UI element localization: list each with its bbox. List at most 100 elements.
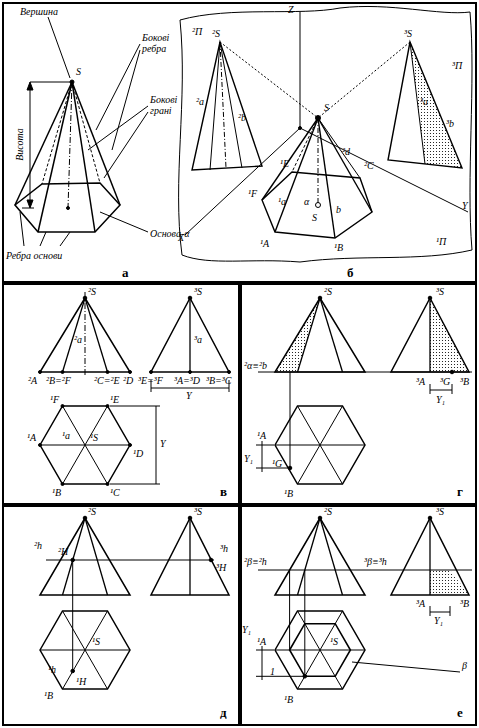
point-label: ¹F: [248, 188, 257, 199]
point-label: S: [324, 102, 329, 113]
point-label: ¹E: [110, 394, 119, 405]
point-label: ²C: [364, 160, 374, 171]
point-label: Висота: [14, 128, 25, 161]
point-label: ³A: [416, 376, 425, 387]
point-label: ²S: [88, 506, 96, 517]
point-label: ³h: [220, 543, 228, 554]
point-label: ³S: [436, 506, 444, 517]
point-label: ¹B: [334, 242, 343, 253]
point-label: ¹F: [50, 394, 59, 405]
point-label: ³S: [194, 506, 202, 517]
point-label: ¹B: [44, 690, 53, 701]
figure-panel: аб: [2, 2, 477, 283]
point-label: ¹S: [90, 432, 98, 443]
point-label: ¹A: [257, 430, 266, 441]
point-label: Y₁: [244, 453, 253, 464]
point-label: ³G: [440, 376, 450, 387]
point-label: ¹a: [278, 196, 286, 207]
point-label: ¹A: [27, 432, 36, 443]
point-label: ³E=³F: [138, 375, 163, 386]
point-label: ²H: [58, 546, 68, 557]
point-label: ¹S: [92, 636, 100, 647]
point-label: S: [76, 66, 81, 77]
point-label: ³A=³D: [174, 375, 200, 386]
point-label: ³B=³C: [206, 375, 232, 386]
point-label: ¹C: [110, 487, 120, 498]
point-label: ¹D: [133, 448, 143, 459]
point-on-edge: [40, 516, 229, 689]
point-on-base: [256, 296, 472, 484]
point-label: ¹a: [62, 430, 70, 441]
point-label: Бокові грані: [150, 94, 196, 116]
point-label: ¹G: [272, 458, 282, 469]
point-label: ²D: [123, 375, 133, 386]
panel-letter: д: [220, 706, 227, 719]
point-label: ¹A: [257, 636, 266, 647]
point-label: ²П: [192, 26, 202, 37]
point-label: α: [304, 196, 309, 207]
point-label: Вершина: [20, 6, 58, 17]
figure-panel: в: [2, 283, 240, 505]
point-label: ³S: [436, 286, 444, 297]
point-label: ¹B: [284, 488, 293, 499]
point-label: Y: [186, 390, 192, 401]
panel-letter: в: [220, 485, 227, 498]
point-label: ³a: [420, 96, 428, 107]
point-label: b: [336, 204, 341, 215]
point-label: ²a: [74, 334, 82, 345]
point-label: ²a: [196, 96, 204, 107]
figure-panel: д: [2, 505, 240, 726]
point-label: ³B: [460, 598, 469, 609]
point-label: X: [178, 232, 184, 243]
orthographic-views: [39, 292, 231, 486]
point-label: ¹B: [284, 694, 293, 705]
section-line: [256, 516, 472, 689]
point-label: ²α≡²b: [244, 360, 267, 371]
point-label: 1: [270, 666, 275, 677]
point-label: ²h: [34, 540, 42, 551]
point-label: ²C=²E: [94, 375, 120, 386]
point-label: ³β≡³h: [364, 556, 387, 567]
point-label: ¹A: [260, 238, 269, 249]
panel-letter: е: [457, 706, 463, 719]
point-label: ¹h: [48, 664, 56, 675]
point-label: Y: [160, 438, 166, 449]
point-label: Y: [462, 200, 468, 211]
point-label: Z: [288, 4, 294, 15]
point-label: ³S: [194, 286, 202, 297]
point-label: ³П: [452, 60, 462, 71]
point-label: ²S: [88, 286, 96, 297]
point-label: ³S: [404, 28, 412, 39]
point-label: ²d: [342, 146, 350, 157]
point-label: ²β≡²h: [244, 556, 267, 567]
point-label: ²S: [324, 286, 332, 297]
point-label: Y₁: [436, 394, 445, 405]
point-label: Y₁: [242, 624, 251, 635]
point-label: ³B: [460, 376, 469, 387]
point-label: ¹E: [280, 158, 289, 169]
point-label: ¹S: [330, 636, 338, 647]
point-label: ³A: [416, 598, 425, 609]
point-label: Y₁: [434, 615, 443, 626]
point-label: Бокові ребра: [142, 32, 188, 54]
point-label: ³b: [446, 118, 454, 129]
point-label: ²A: [28, 375, 37, 386]
pyramid-perspective: [15, 17, 148, 246]
point-label: ³H: [216, 562, 226, 573]
point-label: ²b: [238, 112, 246, 123]
projection-planes: [179, 6, 472, 262]
point-label: Ребра основи: [6, 250, 62, 261]
point-label: S: [312, 212, 317, 223]
point-label: β: [462, 660, 467, 671]
point-label: ³a: [194, 334, 202, 345]
panel-letter: б: [347, 266, 354, 279]
point-label: ¹H: [76, 676, 86, 687]
panel-letter: а: [122, 266, 129, 279]
point-label: ²S: [324, 506, 332, 517]
point-label: ²B=²F: [46, 375, 71, 386]
point-label: ¹B: [52, 487, 61, 498]
panel-letter: г: [457, 485, 463, 498]
point-label: ²S: [212, 28, 220, 39]
point-label: ¹П: [436, 236, 446, 247]
